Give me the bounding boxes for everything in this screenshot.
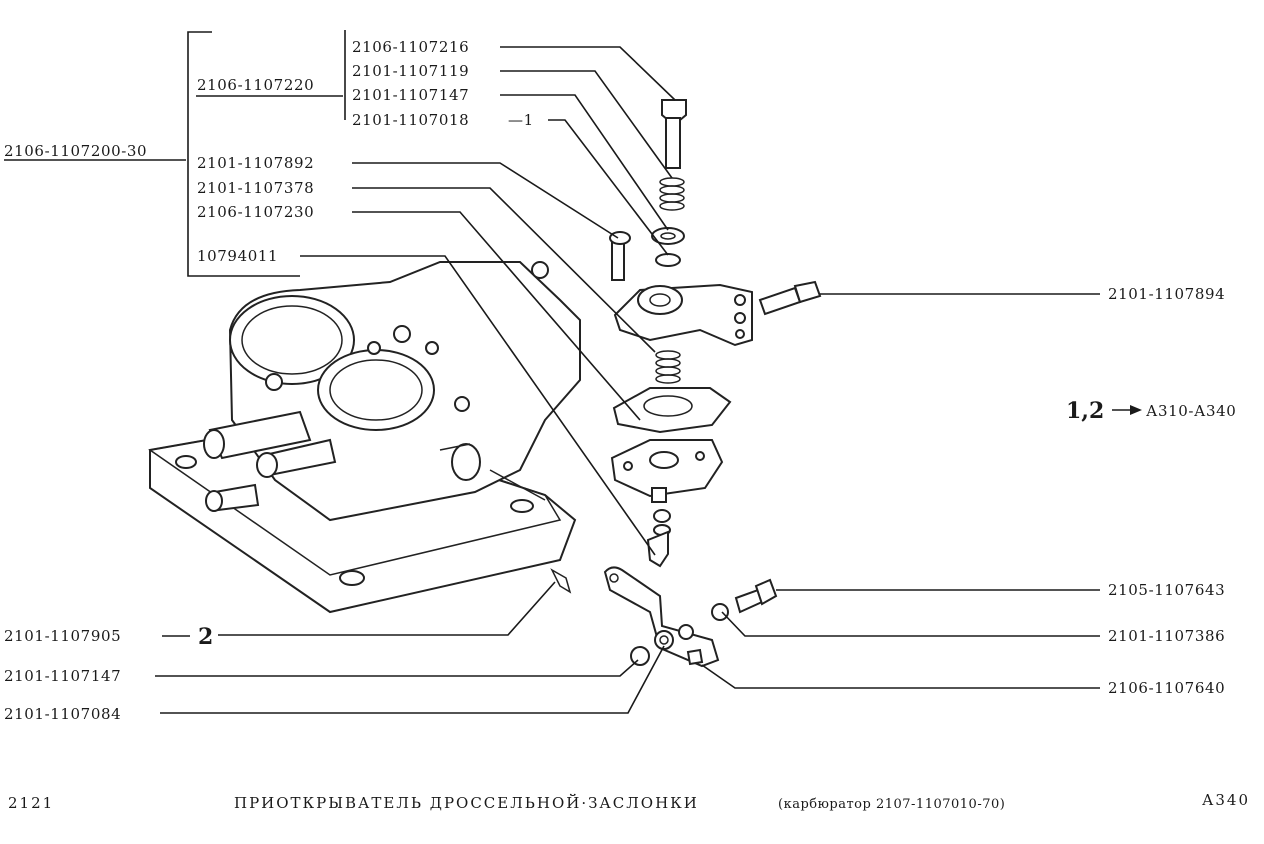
group-brackets: [4, 30, 346, 277]
label-washer-top: 2101-1107147: [352, 86, 469, 104]
exploded-parts: [550, 99, 822, 668]
label-ref-range: А310-А340: [1146, 402, 1236, 420]
label-diaphragm: 2106-1107230: [197, 203, 314, 221]
label-screw-top: 2106-1107216: [352, 38, 469, 56]
label-ring-top: 2101-1107018: [352, 111, 469, 129]
throttle-body-illustration: [148, 261, 581, 614]
label-spring-top: 2101-1107119: [352, 62, 469, 80]
label-screw-right: 2101-1107894: [1108, 285, 1225, 303]
leader-lines: [155, 46, 1142, 714]
label-group-sub: 2106-1107220: [197, 76, 314, 94]
footer-model: 2121: [8, 794, 54, 812]
label-screw-left: 2101-1107892: [197, 154, 314, 172]
label-washer-bottom-left: 2101-1107147: [4, 667, 121, 685]
label-group-main: 2106-1107200-30: [4, 142, 147, 160]
footer-title: ПРИОТКРЫВАТЕЛЬ ДРОССЕЛЬНОЙ·ЗАСЛОНКИ: [234, 793, 699, 812]
label-washer-bottom-left-2: 2101-1107084: [4, 705, 121, 723]
label-washer-right: 2101-1107386: [1108, 627, 1225, 645]
label-ref-note: 1,2: [1066, 398, 1104, 424]
label-tube: 10794011: [197, 247, 278, 265]
label-cotter-ref: 2: [198, 624, 213, 650]
label-spring-mid: 2101-1107378: [197, 179, 314, 197]
footer-subtitle: (карбюратор 2107-1107010-70): [778, 797, 1005, 812]
label-bolt: 2105-1107643: [1108, 581, 1225, 599]
label-lever: 2106-1107640: [1108, 679, 1225, 697]
label-ring-top-ref: —1: [508, 111, 534, 129]
footer-page-code: А340: [1202, 791, 1250, 809]
label-cotter: 2101-1107905: [4, 627, 121, 645]
